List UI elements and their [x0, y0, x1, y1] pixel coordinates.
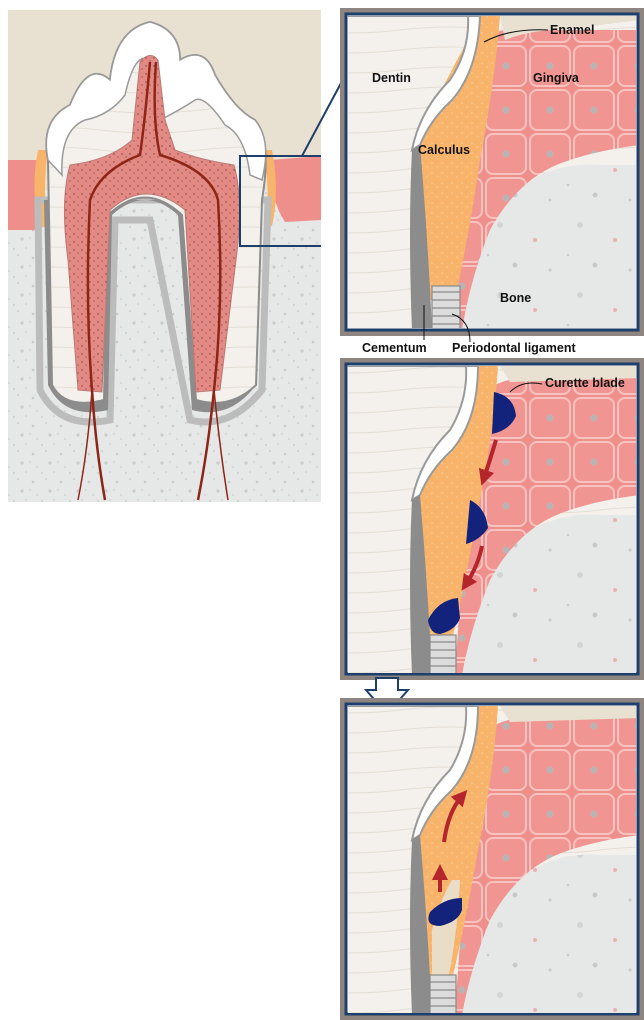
tooth-overview: [8, 10, 324, 502]
panel-calculus-removal: [340, 698, 644, 1020]
panel-curette-insertion: Curette blade: [340, 358, 644, 680]
label-cementum: Cementum: [362, 341, 427, 355]
label-periodontal-ligament: Periodontal ligament: [452, 341, 576, 355]
label-dentin: Dentin: [372, 71, 411, 85]
label-calculus: Calculus: [418, 143, 470, 157]
label-gingiva: Gingiva: [533, 71, 580, 85]
label-enamel: Enamel: [550, 23, 594, 37]
label-bone: Bone: [500, 291, 531, 305]
label-curette-blade: Curette blade: [545, 376, 625, 390]
panel-anatomy: Enamel Dentin Gingiva Calculus Bone: [340, 8, 644, 342]
